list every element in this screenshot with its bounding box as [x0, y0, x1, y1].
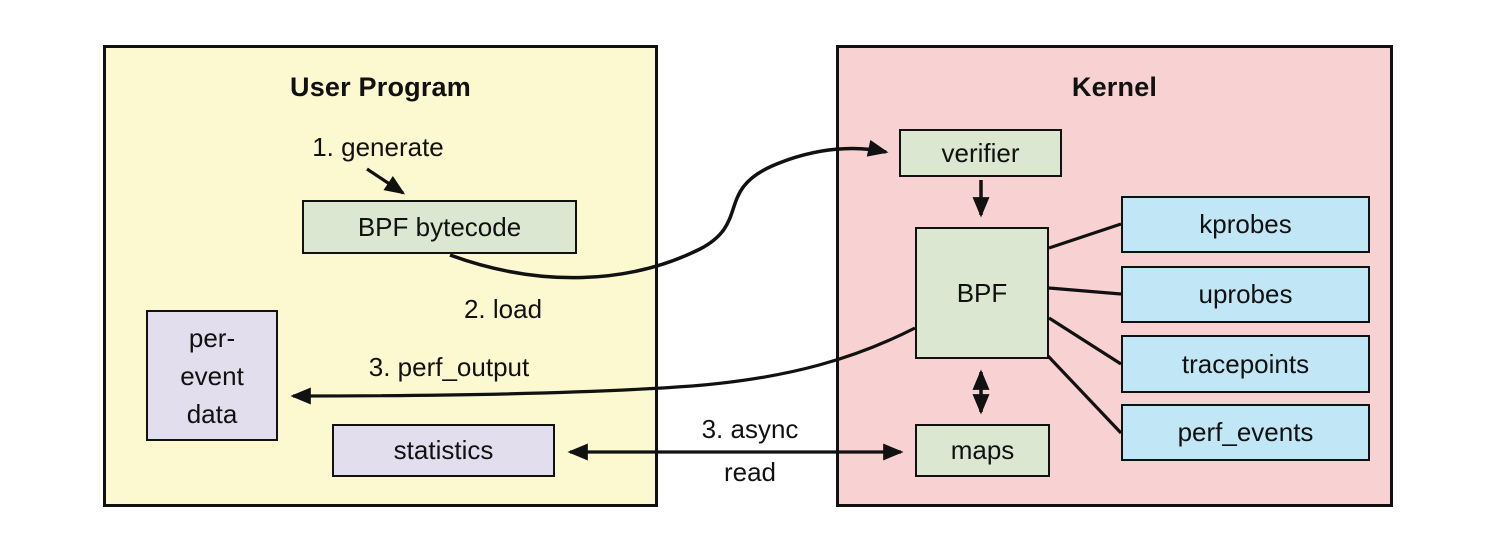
generate-label: 1. generate	[312, 132, 444, 162]
per-event-data-line1: per-	[188, 322, 236, 353]
bpf-bytecode-label: BPF bytecode	[357, 211, 522, 242]
uprobes-label: uprobes	[1198, 279, 1293, 310]
statistics-box: statistics	[332, 424, 555, 477]
verifier-label: verifier	[941, 137, 1020, 168]
uprobes-box: uprobes	[1121, 266, 1370, 323]
per-event-data-line3: data	[186, 398, 238, 429]
perf-output-label: 3. perf_output	[368, 352, 530, 382]
async-read-label-line2: read	[723, 457, 777, 487]
perf-events-box: perf_events	[1121, 404, 1370, 461]
verifier-box: verifier	[899, 129, 1062, 177]
kernel-title: Kernel	[1071, 72, 1158, 102]
bpf-bytecode-box: BPF bytecode	[302, 200, 577, 254]
tracepoints-box: tracepoints	[1121, 335, 1370, 393]
user-program-title: User Program	[290, 72, 471, 102]
perf-events-label: perf_events	[1177, 417, 1314, 448]
tracepoints-label: tracepoints	[1181, 348, 1310, 379]
statistics-label: statistics	[393, 435, 494, 466]
kprobes-box: kprobes	[1121, 196, 1370, 253]
maps-box: maps	[915, 424, 1050, 477]
bpf-box: BPF	[915, 227, 1049, 359]
async-read-label-line1: 3. async	[701, 414, 799, 444]
per-event-data-line2: event	[180, 360, 244, 391]
kprobes-label: kprobes	[1199, 209, 1292, 240]
maps-label: maps	[950, 435, 1015, 466]
per-event-data-box: per- event data	[146, 310, 278, 441]
load-label: 2. load	[463, 294, 543, 324]
bpf-label: BPF	[956, 277, 1008, 308]
